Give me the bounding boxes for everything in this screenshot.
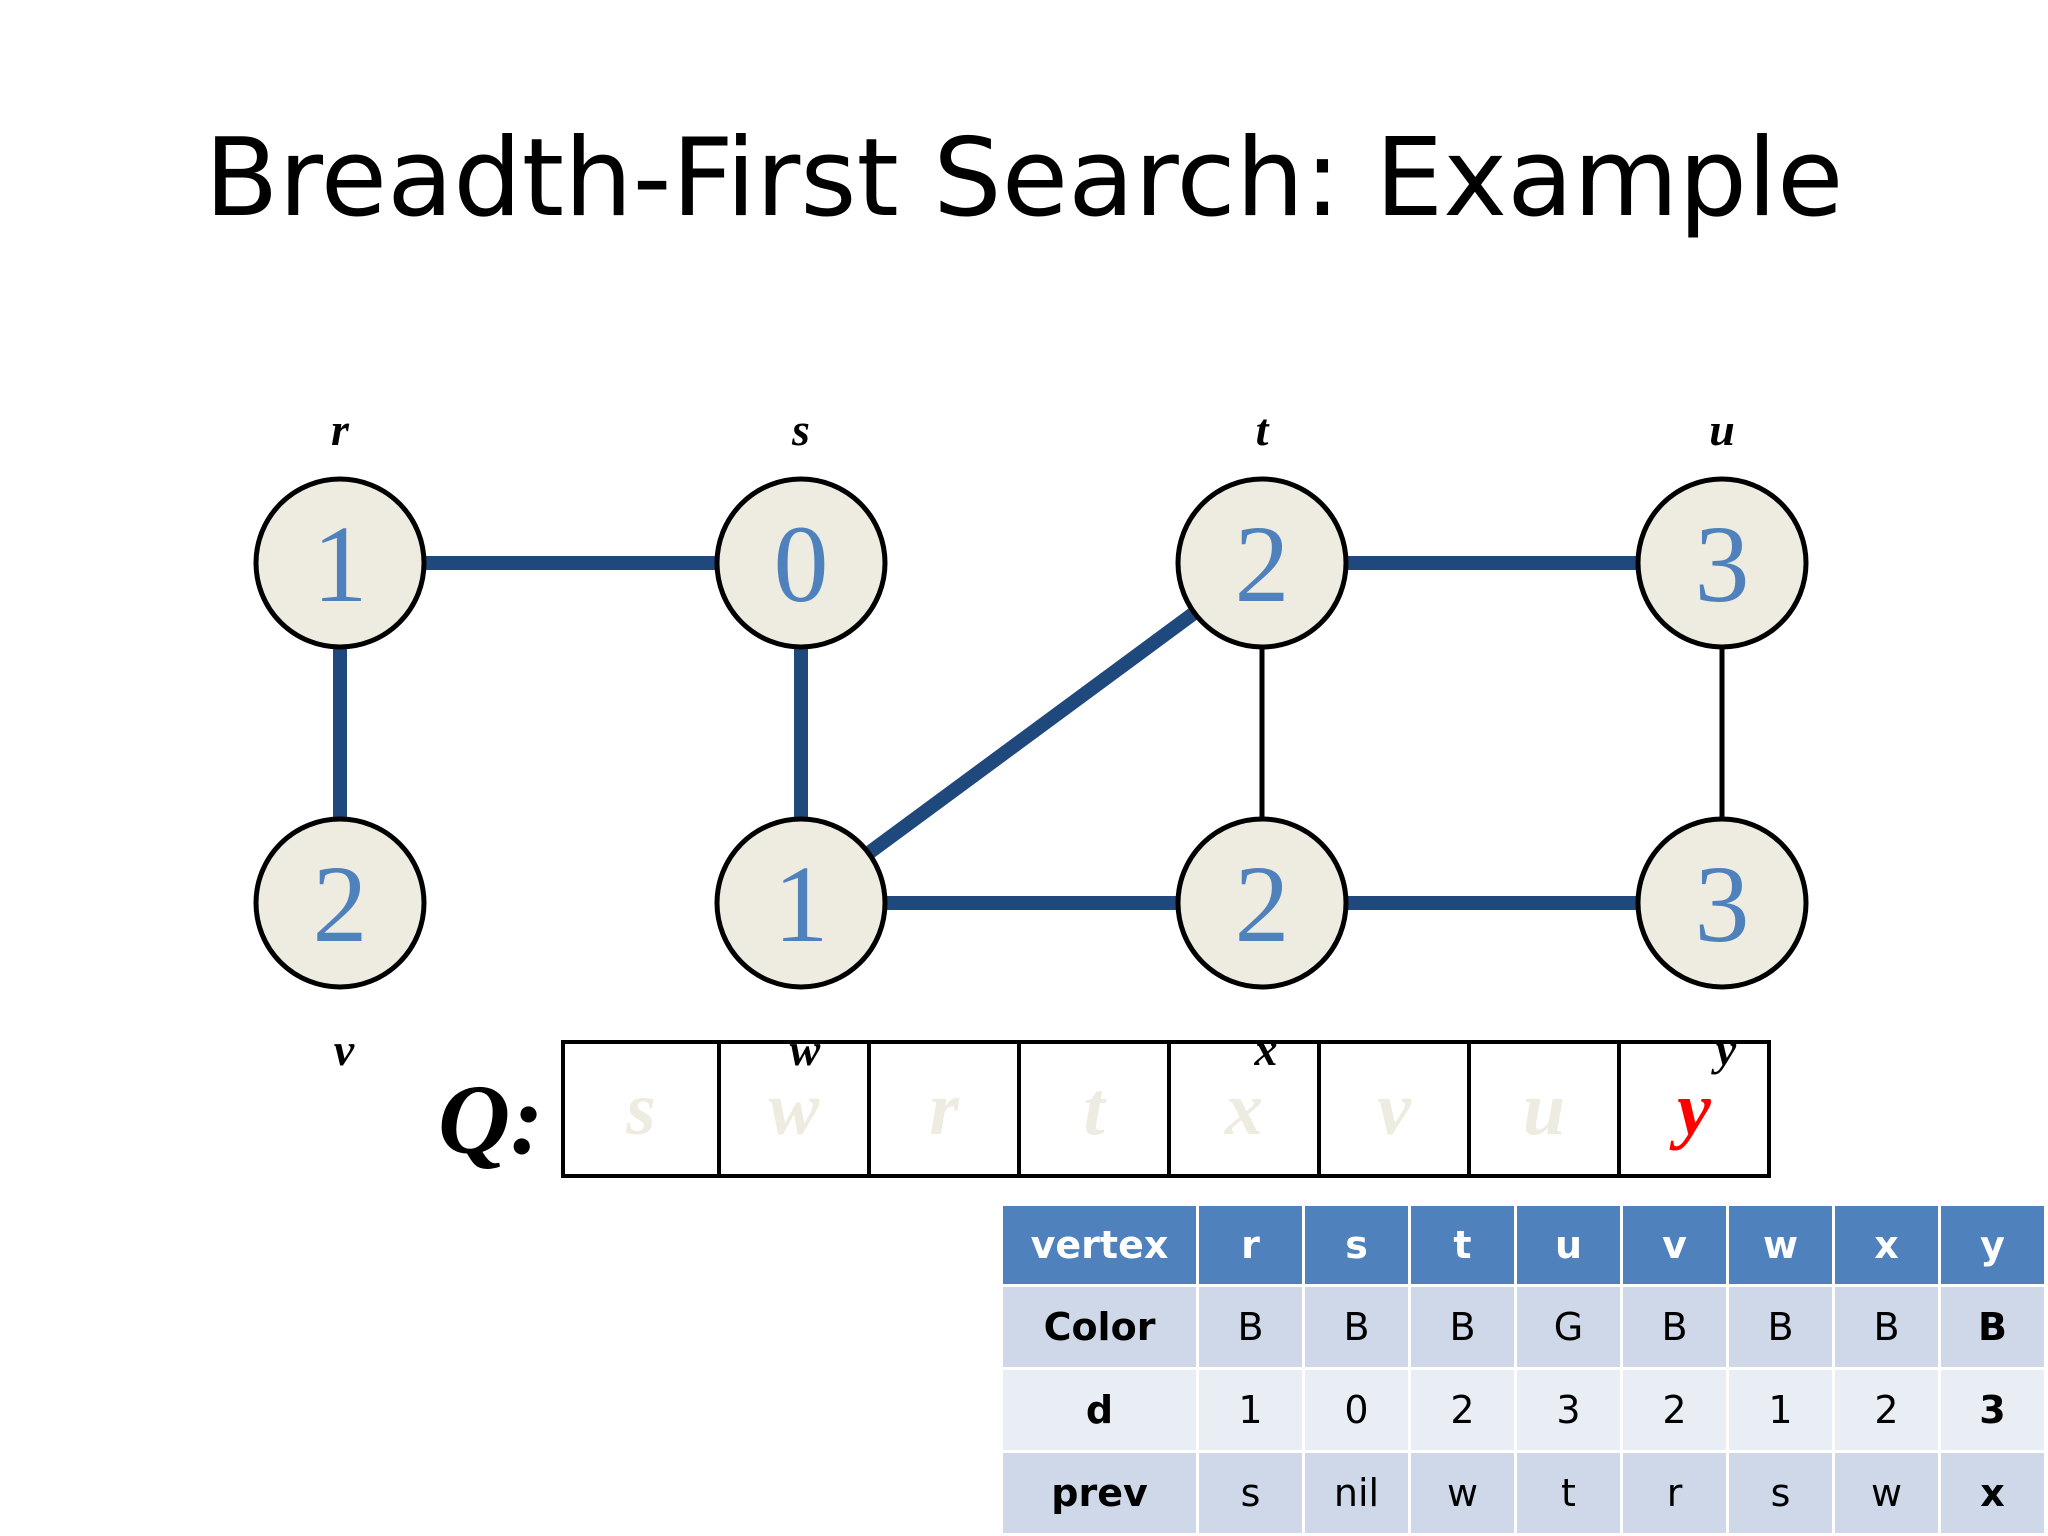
table-cell: w	[1408, 1450, 1517, 1536]
vertex-name-label: r	[331, 404, 350, 455]
vertex-distance: 0	[774, 503, 829, 625]
graph-edges	[333, 556, 1725, 910]
vertex-w: 1w	[714, 816, 888, 1075]
vertex-distance: 3	[1695, 843, 1750, 965]
table-cell: 0	[1302, 1367, 1411, 1453]
vertex-distance: 2	[313, 843, 368, 965]
vertex-r: 1r	[253, 404, 427, 650]
table-cell: 2	[1832, 1367, 1941, 1453]
table-cell: B	[1726, 1284, 1835, 1370]
queue-cell: u	[1467, 1044, 1617, 1174]
table-cell: B	[1302, 1284, 1411, 1370]
vertex-circle	[1175, 816, 1349, 990]
vertex-circle	[1635, 476, 1809, 650]
queue-cell: x	[1167, 1044, 1317, 1174]
vertex-name-label: w	[790, 1024, 821, 1075]
vertex-v: 2v	[253, 816, 427, 1075]
table-cell: t	[1514, 1450, 1623, 1536]
vertex-name-label: t	[1256, 404, 1270, 455]
slide-title: Breadth-First Search: Example	[204, 116, 1844, 241]
vertex-y: 3y	[1635, 816, 1809, 1075]
vertex-u: 3u	[1635, 404, 1809, 650]
table-cell: 3	[1938, 1367, 2047, 1453]
table-cell: 1	[1196, 1367, 1305, 1453]
table-header-cell: u	[1514, 1203, 1623, 1287]
queue-cell: v	[1317, 1044, 1467, 1174]
table-row-header: d	[1000, 1367, 1199, 1453]
vertex-name-label: u	[1709, 404, 1735, 455]
vertex-name-label: v	[334, 1024, 355, 1075]
table-header-cell: y	[1938, 1203, 2047, 1287]
table-row-header: Color	[1000, 1284, 1199, 1370]
vertex-circle	[1175, 476, 1349, 650]
vertex-s: 0s	[714, 404, 888, 650]
vertex-circle	[253, 816, 427, 990]
table-header-cell: vertex	[1000, 1203, 1199, 1287]
vertex-name-label: x	[1254, 1024, 1278, 1075]
vertex-circle	[1635, 816, 1809, 990]
queue-cell: s	[626, 1066, 656, 1151]
queue-cell: y	[1617, 1044, 1767, 1174]
queue-cell: t	[1017, 1044, 1167, 1174]
vertex-circle	[253, 476, 427, 650]
table-cell: 3	[1514, 1367, 1623, 1453]
table-header-cell: s	[1302, 1203, 1411, 1287]
table-header-cell: v	[1620, 1203, 1729, 1287]
table-row-header: prev	[1000, 1450, 1199, 1536]
table-header-cell: w	[1726, 1203, 1835, 1287]
vertex-distance: 3	[1695, 503, 1750, 625]
queue-label: Q:	[438, 1064, 544, 1175]
table-cell: r	[1620, 1450, 1729, 1536]
vertex-distance: 2	[1235, 843, 1290, 965]
table-header-cell: t	[1408, 1203, 1517, 1287]
table-cell: 2	[1408, 1367, 1517, 1453]
table-cell: B	[1938, 1284, 2047, 1370]
vertex-name-label: s	[791, 404, 810, 455]
queue-cell: w	[717, 1044, 867, 1174]
table-cell: 2	[1620, 1367, 1729, 1453]
vertex-circle	[714, 816, 888, 990]
edge-w-t	[796, 557, 1267, 909]
vertex-name-label: y	[1711, 1024, 1737, 1075]
table-cell: nil	[1302, 1450, 1411, 1536]
vertex-x: 2x	[1175, 816, 1349, 1075]
table-cell: B	[1408, 1284, 1517, 1370]
queue-cell: r	[867, 1044, 1017, 1174]
table-cell: B	[1620, 1284, 1729, 1370]
table-cell: s	[1196, 1450, 1305, 1536]
table-cell: G	[1514, 1284, 1623, 1370]
table-cell: B	[1196, 1284, 1305, 1370]
vertex-distance: 1	[774, 843, 829, 965]
table-cell: w	[1832, 1450, 1941, 1536]
table-cell: B	[1832, 1284, 1941, 1370]
vertex-distance: 2	[1235, 503, 1290, 625]
table-cell: x	[1938, 1450, 2047, 1536]
vertex-t: 2t	[1175, 404, 1349, 650]
table-cell: s	[1726, 1450, 1835, 1536]
table-header-cell: x	[1832, 1203, 1941, 1287]
table-header-cell: r	[1196, 1203, 1305, 1287]
vertex-circle	[714, 476, 888, 650]
table-cell: 1	[1726, 1367, 1835, 1453]
vertex-distance: 1	[313, 503, 368, 625]
